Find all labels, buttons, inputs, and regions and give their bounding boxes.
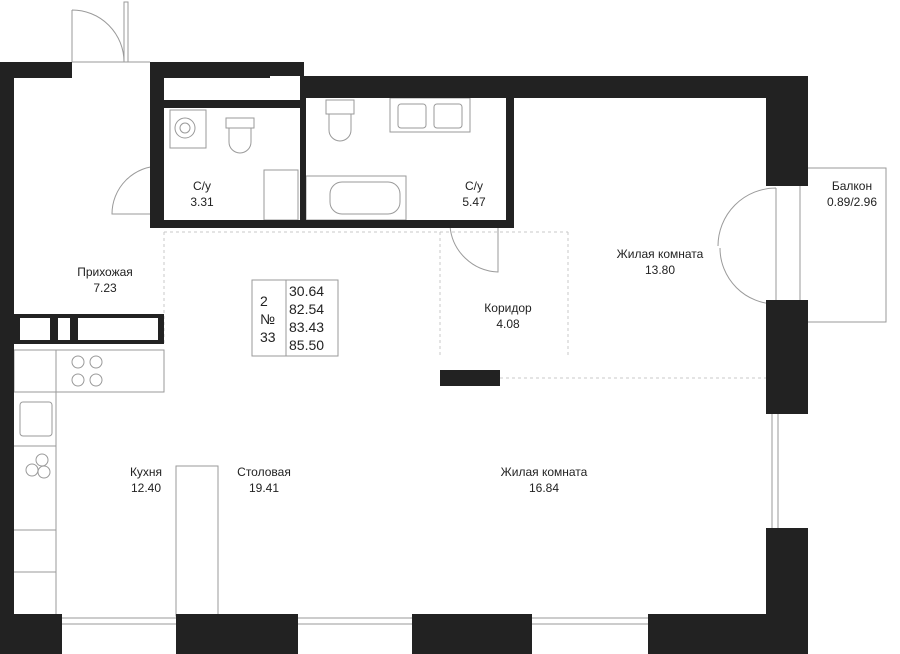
room-name: Жилая комната xyxy=(500,465,588,479)
cabinet xyxy=(263,169,299,221)
room-area: 16.84 xyxy=(528,481,560,495)
apartment-info-box xyxy=(251,279,339,357)
room-area: 3.31 xyxy=(190,195,214,209)
room-name: Столовая xyxy=(237,465,291,479)
zone-lines xyxy=(163,231,766,379)
room-name: С/у xyxy=(193,179,211,193)
entrance-door xyxy=(71,9,125,63)
area-value: 30.64 xyxy=(289,283,325,299)
walls xyxy=(0,62,808,654)
balcony-door-top xyxy=(717,187,777,248)
room-label-bath1: С/у 3.31 xyxy=(180,178,224,210)
apartment-meta: 2 № 33 xyxy=(260,292,282,346)
area-value: 83.43 xyxy=(289,319,325,335)
double-sink xyxy=(389,97,471,133)
rooms-count: 2 xyxy=(260,293,268,309)
room-area: 13.80 xyxy=(644,263,676,277)
room-name: С/у xyxy=(465,179,483,193)
room-label-dining: Столовая 19.41 xyxy=(222,464,306,496)
kitchen-sink xyxy=(19,401,53,437)
room-area: 4.08 xyxy=(496,317,520,331)
area-value: 82.54 xyxy=(289,301,325,317)
room-name: Прихожая xyxy=(77,265,133,279)
room-area: 19.41 xyxy=(248,481,280,495)
toilet-bowl xyxy=(228,127,252,154)
room-label-corridor: Коридор 4.08 xyxy=(468,300,548,332)
toilet-bowl-2 xyxy=(328,113,352,142)
entrance-door-leaf xyxy=(123,1,129,63)
room-label-living1: Жилая комната 13.80 xyxy=(600,246,720,278)
room-name: Балкон xyxy=(831,179,873,193)
room-name: Жилая комната xyxy=(616,247,704,261)
room-area: 5.47 xyxy=(462,195,486,209)
area-value: 85.50 xyxy=(289,337,325,353)
number-sign: № xyxy=(260,311,276,327)
room-name: Кухня xyxy=(129,465,163,479)
bath2-door xyxy=(449,225,499,273)
apartment-areas: 30.64 82.54 83.43 85.50 xyxy=(289,282,337,354)
washing-machine xyxy=(169,109,207,149)
apartment-number: 33 xyxy=(260,329,276,345)
room-area: 0.89/2.96 xyxy=(826,195,878,209)
room-label-bath2: С/у 5.47 xyxy=(452,178,496,210)
room-label-kitchen: Кухня 12.40 xyxy=(116,464,176,496)
room-label-balcony: Балкон 0.89/2.96 xyxy=(812,178,892,210)
kitchen-counter xyxy=(13,349,165,393)
room-name: Коридор xyxy=(484,301,532,315)
room-area: 7.23 xyxy=(93,281,117,295)
room-label-hall: Прихожая 7.23 xyxy=(60,264,150,296)
toilet-tank xyxy=(225,117,255,129)
room-label-living2: Жилая комната 16.84 xyxy=(484,464,604,496)
room-area: 12.40 xyxy=(130,481,162,495)
toilet-tank-2 xyxy=(325,99,355,115)
dining-table xyxy=(175,465,219,617)
balcony-door-bottom xyxy=(719,247,777,305)
fixtures xyxy=(13,1,887,625)
